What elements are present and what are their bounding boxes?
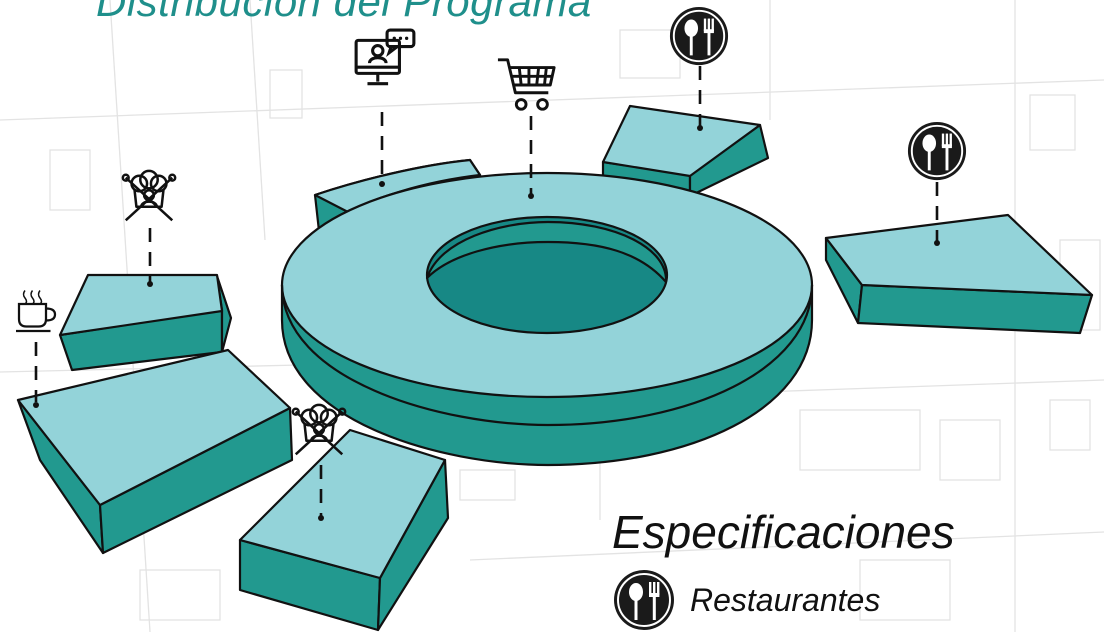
specifications-heading: Especificaciones [612,506,955,558]
legend-label-restaurants: Restaurantes [690,582,881,618]
volume-south [238,428,450,632]
central-ring-volume [280,171,814,467]
volume-east [824,213,1094,335]
leader-lines [34,66,939,518]
coffee-cup-icon [14,289,57,333]
online-consultation-monitor-icon [354,28,416,86]
restaurant-icon [906,120,968,182]
volume-west-lower [16,348,294,555]
leader-dots [33,125,940,521]
legend-restaurant-icon [613,569,675,631]
restaurant-icon [668,5,730,67]
volume-west-upper [58,273,233,372]
page-title: Distribución del Programa [96,0,592,25]
chef-hat-icon [121,169,177,222]
building-volumes [16,104,1094,632]
